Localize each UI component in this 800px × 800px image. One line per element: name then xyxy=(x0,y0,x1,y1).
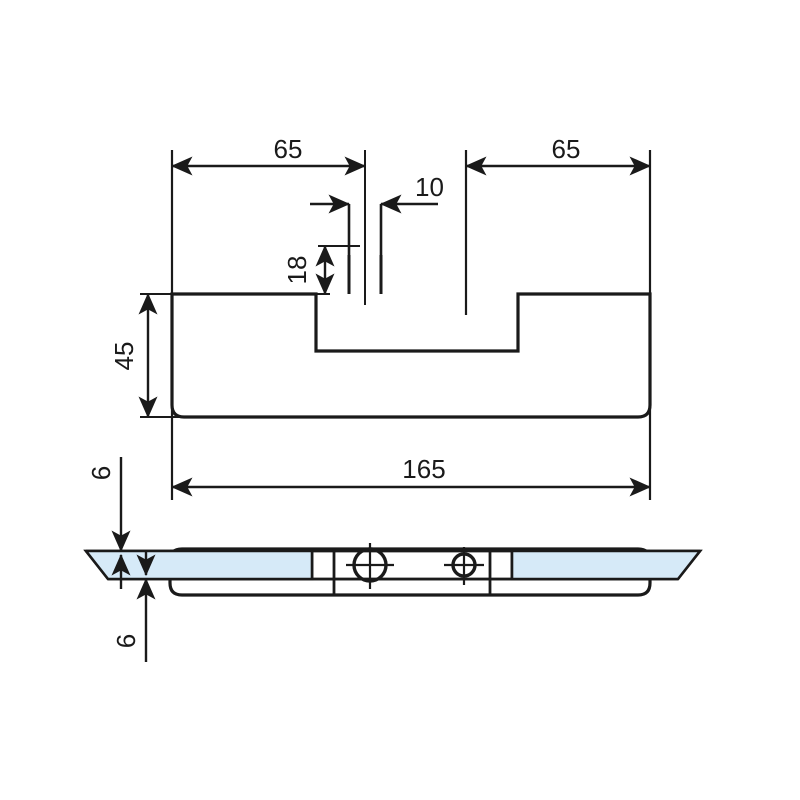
front-view: 65 65 10 18 45 165 xyxy=(109,134,652,500)
front-body-outline xyxy=(170,292,652,419)
dim-65-left: 65 xyxy=(170,134,367,176)
dim-65-right-label: 65 xyxy=(552,134,581,164)
dim-6-top-label: 6 xyxy=(86,466,116,480)
dim-45-label: 45 xyxy=(109,342,139,371)
dim-10: 10 xyxy=(310,172,444,214)
fixing-hole-left xyxy=(346,543,394,589)
dim-165-label: 165 xyxy=(402,454,445,484)
dim-10-label: 10 xyxy=(415,172,444,202)
glass-right-wing xyxy=(510,549,703,581)
side-view: 6 6 xyxy=(83,457,703,662)
dim-6-bottom-label: 6 xyxy=(111,634,141,648)
dim-6-bottom: 6 xyxy=(111,551,156,662)
dim-165: 165 xyxy=(170,454,652,497)
fixing-hole-right xyxy=(444,547,484,585)
dim-45: 45 xyxy=(109,292,158,419)
dim-18-label: 18 xyxy=(282,256,312,285)
dim-65-right: 65 xyxy=(464,134,652,176)
dim-6-top: 6 xyxy=(86,457,131,589)
dim-18: 18 xyxy=(282,244,335,296)
side-body-fill-mid xyxy=(312,551,518,579)
dim-65-left-label: 65 xyxy=(274,134,303,164)
